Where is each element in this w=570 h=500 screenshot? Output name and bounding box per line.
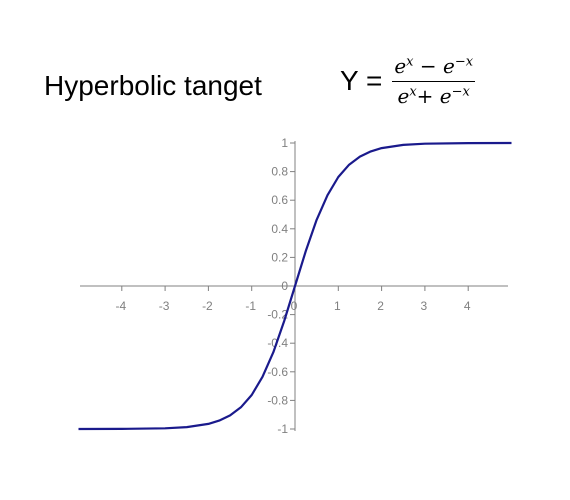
y-tick-label: -1 (277, 422, 288, 436)
x-tick-label: 1 (334, 299, 341, 313)
x-tick-label: -1 (245, 299, 256, 313)
formula-lhs: Y = (340, 65, 383, 96)
y-tick-label: 0.6 (271, 193, 288, 207)
y-tick-label: -0.4 (267, 336, 288, 350)
fraction-bar (392, 81, 476, 82)
y-tick-label: -0.2 (267, 308, 288, 322)
formula-denominator: ex+ e−x (397, 84, 470, 108)
y-tick-label: 1 (281, 136, 288, 150)
tanh-formula: Y = ex − e−x ex+ e−x (340, 54, 476, 108)
y-tick-label: 0.4 (271, 222, 288, 236)
y-tick-label: 0.8 (271, 165, 288, 179)
tanh-series-line (78, 141, 512, 431)
chart-title: Hyperbolic tanget (44, 70, 262, 101)
formula-numerator: ex − e−x (394, 54, 474, 78)
y-tick-label: -0.8 (267, 393, 288, 407)
y-tick-label: 0 (281, 279, 288, 293)
x-tick-label: 0 (291, 299, 298, 313)
x-tick-label: 3 (421, 299, 428, 313)
x-tick-label: -4 (115, 299, 126, 313)
x-tick-label: -2 (202, 299, 213, 313)
formula-fraction: ex − e−x ex+ e−x (392, 54, 476, 108)
x-tick-label: 4 (464, 299, 471, 313)
x-tick-label: -3 (159, 299, 170, 313)
y-tick-label: 0.2 (271, 250, 288, 264)
x-tick-label: 2 (377, 299, 384, 313)
y-tick-label: -0.6 (267, 365, 288, 379)
